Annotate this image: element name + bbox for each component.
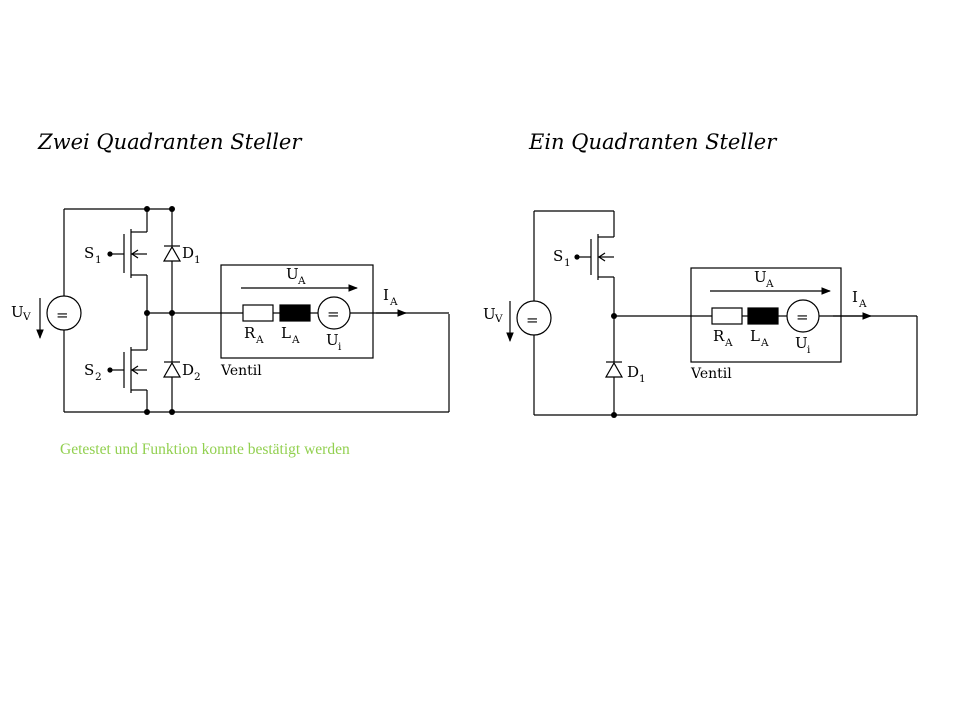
left-ui-label: U: [326, 331, 339, 349]
test-note: Getestet und Funktion konnte bestätigt w…: [60, 441, 350, 458]
two-quadrant-nodes: [107, 206, 175, 415]
left-la-sub: A: [291, 334, 300, 346]
right-ra-sub: A: [724, 337, 733, 349]
left-ia-label: I: [383, 286, 389, 304]
one-quadrant-circuit: [506, 210, 918, 416]
left-la-label: L: [281, 324, 291, 342]
left-title: Zwei Quadranten Steller: [38, 130, 302, 154]
right-la-label: L: [750, 327, 760, 345]
left-ia-sub: A: [389, 296, 398, 308]
two-quadrant-circuit: [36, 208, 450, 413]
left-ra-sub: A: [255, 334, 264, 346]
left-source-symbol: =: [327, 305, 340, 323]
left-d1-sub: 1: [194, 254, 201, 266]
right-uv-label: U: [483, 305, 496, 323]
right-ra-label: R: [713, 327, 725, 345]
left-s1-sub: 1: [95, 254, 102, 266]
right-ua-sub: A: [765, 278, 774, 290]
right-ventil-label: Ventil: [690, 366, 732, 382]
right-la-sub: A: [760, 337, 769, 349]
left-d2-sub: 2: [194, 371, 201, 383]
right-ia-sub: A: [858, 298, 867, 310]
right-s1-sub: 1: [564, 257, 571, 269]
left-ua-sub: A: [297, 275, 306, 287]
left-s1-label: S: [84, 244, 94, 262]
left-uv-sub: V: [22, 311, 31, 323]
one-quadrant-nodes: [574, 254, 617, 418]
left-ua-label: U: [286, 265, 299, 283]
right-ia-label: I: [852, 288, 858, 306]
left-d1-label: D: [182, 244, 194, 262]
left-ventil-label: Ventil: [220, 363, 262, 379]
right-d1-label: D: [627, 363, 639, 381]
right-ui-sub: i: [807, 344, 811, 356]
right-s1-label: S: [553, 247, 563, 265]
right-title: Ein Quadranten Steller: [529, 130, 777, 154]
left-supply-symbol: =: [56, 306, 69, 324]
right-ui-label: U: [795, 334, 808, 352]
right-ua-label: U: [754, 268, 767, 286]
right-uv-sub: V: [494, 313, 503, 325]
left-s2-sub: 2: [95, 371, 102, 383]
left-ui-sub: i: [338, 341, 342, 353]
left-ra-label: R: [244, 324, 256, 342]
right-source-symbol: =: [796, 308, 809, 326]
left-d2-label: D: [182, 361, 194, 379]
left-s2-label: S: [84, 361, 94, 379]
right-supply-symbol: =: [526, 311, 539, 329]
right-d1-sub: 1: [639, 373, 646, 385]
left-uv-label: U: [11, 303, 24, 321]
